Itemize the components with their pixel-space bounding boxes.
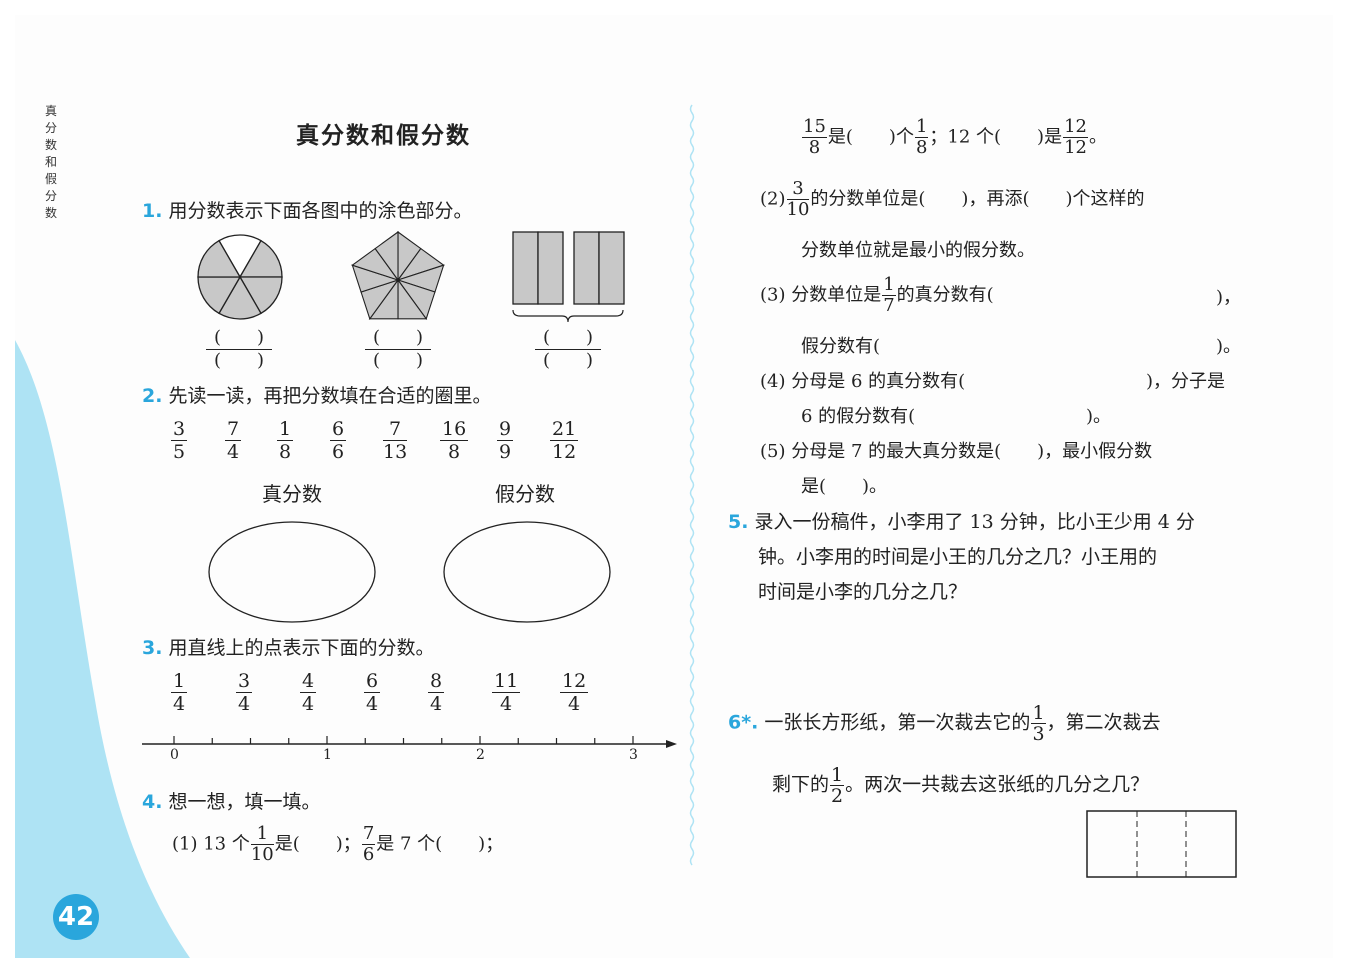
q4-part-4-line-2-close: )。 — [1086, 406, 1112, 427]
circle-sector — [238, 239, 283, 278]
paper-rectangle-figure — [1086, 810, 1237, 878]
label-proper-fraction: 真分数 — [262, 482, 322, 506]
circle-figure — [197, 234, 283, 320]
circle-sector — [218, 275, 262, 320]
tick-label: 0 — [170, 747, 179, 763]
q4-part-2-line-2: 分数单位就是最小的假分数。 — [801, 240, 1035, 261]
brace — [512, 309, 624, 323]
question-5-line-3: 时间是小李的几分之几？ — [758, 581, 968, 603]
page-divider — [689, 104, 695, 866]
side-title-char: 假 — [44, 172, 57, 186]
question-2: 2. 先读一读，再把分数填在合适的圈里。 — [142, 384, 492, 408]
tick-label: 2 — [476, 747, 485, 763]
decorative-wave — [15, 340, 190, 958]
question-text: 想一想，填一填。 — [168, 791, 321, 813]
side-title-char: 数 — [44, 138, 57, 152]
circle-sector — [197, 239, 242, 278]
rectangle-part — [598, 231, 625, 305]
circle-sector — [218, 234, 262, 279]
question-1: 1. 用分数表示下面各图中的涂色部分。 — [142, 199, 473, 223]
circle-sector — [238, 276, 283, 315]
circle-sector — [197, 276, 242, 315]
pentagon-figure — [351, 230, 445, 321]
rectangles-figure — [512, 231, 625, 323]
page-number-badge: 42 — [53, 894, 99, 940]
side-title-char: 分 — [44, 121, 57, 135]
page-title: 真分数和假分数 — [296, 122, 471, 149]
answer-blank-fraction-2[interactable]: ( )( ) — [365, 327, 431, 372]
q4-part-4-mid: )，分子是 — [1146, 371, 1226, 392]
question-text: 用直线上的点表示下面的分数。 — [168, 637, 435, 659]
label-improper-fraction: 假分数 — [495, 482, 555, 506]
question-number: 4. — [142, 791, 163, 813]
answer-blank-fraction-1[interactable]: ( )( ) — [206, 327, 272, 372]
number-line[interactable] — [142, 732, 682, 762]
q4-part-3-line-2-close: )。 — [1216, 336, 1242, 357]
answer-blank-fraction-3[interactable]: ( )( ) — [535, 327, 601, 372]
side-title-char: 分 — [44, 189, 57, 203]
proper-fraction-circle[interactable] — [208, 520, 378, 624]
q4-part-5: (5) 分母是 7 的最大真分数是( )，最小假分数 — [760, 441, 1153, 462]
q4-part-5-line-2: 是( )。 — [801, 476, 888, 497]
side-title-char: 数 — [44, 206, 57, 220]
question-3: 3. 用直线上的点表示下面的分数。 — [142, 636, 435, 660]
side-title-char: 和 — [44, 155, 57, 169]
side-chapter-title: 真分数和假分数 — [44, 103, 58, 222]
rectangle-part — [537, 231, 564, 305]
pentagon-sector — [374, 230, 399, 282]
question-5: 5. 录入一份稿件，小李用了 13 分钟，比小王少用 4 分 — [728, 511, 1195, 533]
rectangle-part — [573, 231, 600, 305]
rectangle-part — [512, 231, 539, 305]
question-number: 6*. — [728, 711, 759, 734]
q4-part-4: (4) 分母是 6 的真分数有( — [760, 371, 966, 392]
q4-part-4-line-2: 6 的假分数有( — [801, 406, 916, 427]
question-4: 4. 想一想，填一填。 — [142, 790, 321, 814]
side-title-char: 真 — [44, 104, 57, 118]
question-text: 先读一读，再把分数填在合适的圈里。 — [168, 385, 492, 407]
arrow-icon — [666, 740, 677, 748]
question-number: 1. — [142, 200, 163, 222]
question-number: 5. — [728, 511, 749, 533]
q4-part-3-close: )， — [1216, 287, 1242, 308]
workbook-page — [15, 15, 1333, 958]
question-number: 3. — [142, 637, 163, 659]
tick-label: 3 — [629, 747, 638, 763]
q4-part-3-line-2: 假分数有( — [801, 336, 881, 357]
question-5-line-2: 钟。小李用的时间是小王的几分之几？小王用的 — [758, 546, 1158, 568]
question-text: 用分数表示下面各图中的涂色部分。 — [168, 200, 473, 222]
improper-fraction-circle[interactable] — [443, 520, 613, 624]
tick-label: 1 — [323, 747, 332, 763]
question-number: 2. — [142, 385, 163, 407]
